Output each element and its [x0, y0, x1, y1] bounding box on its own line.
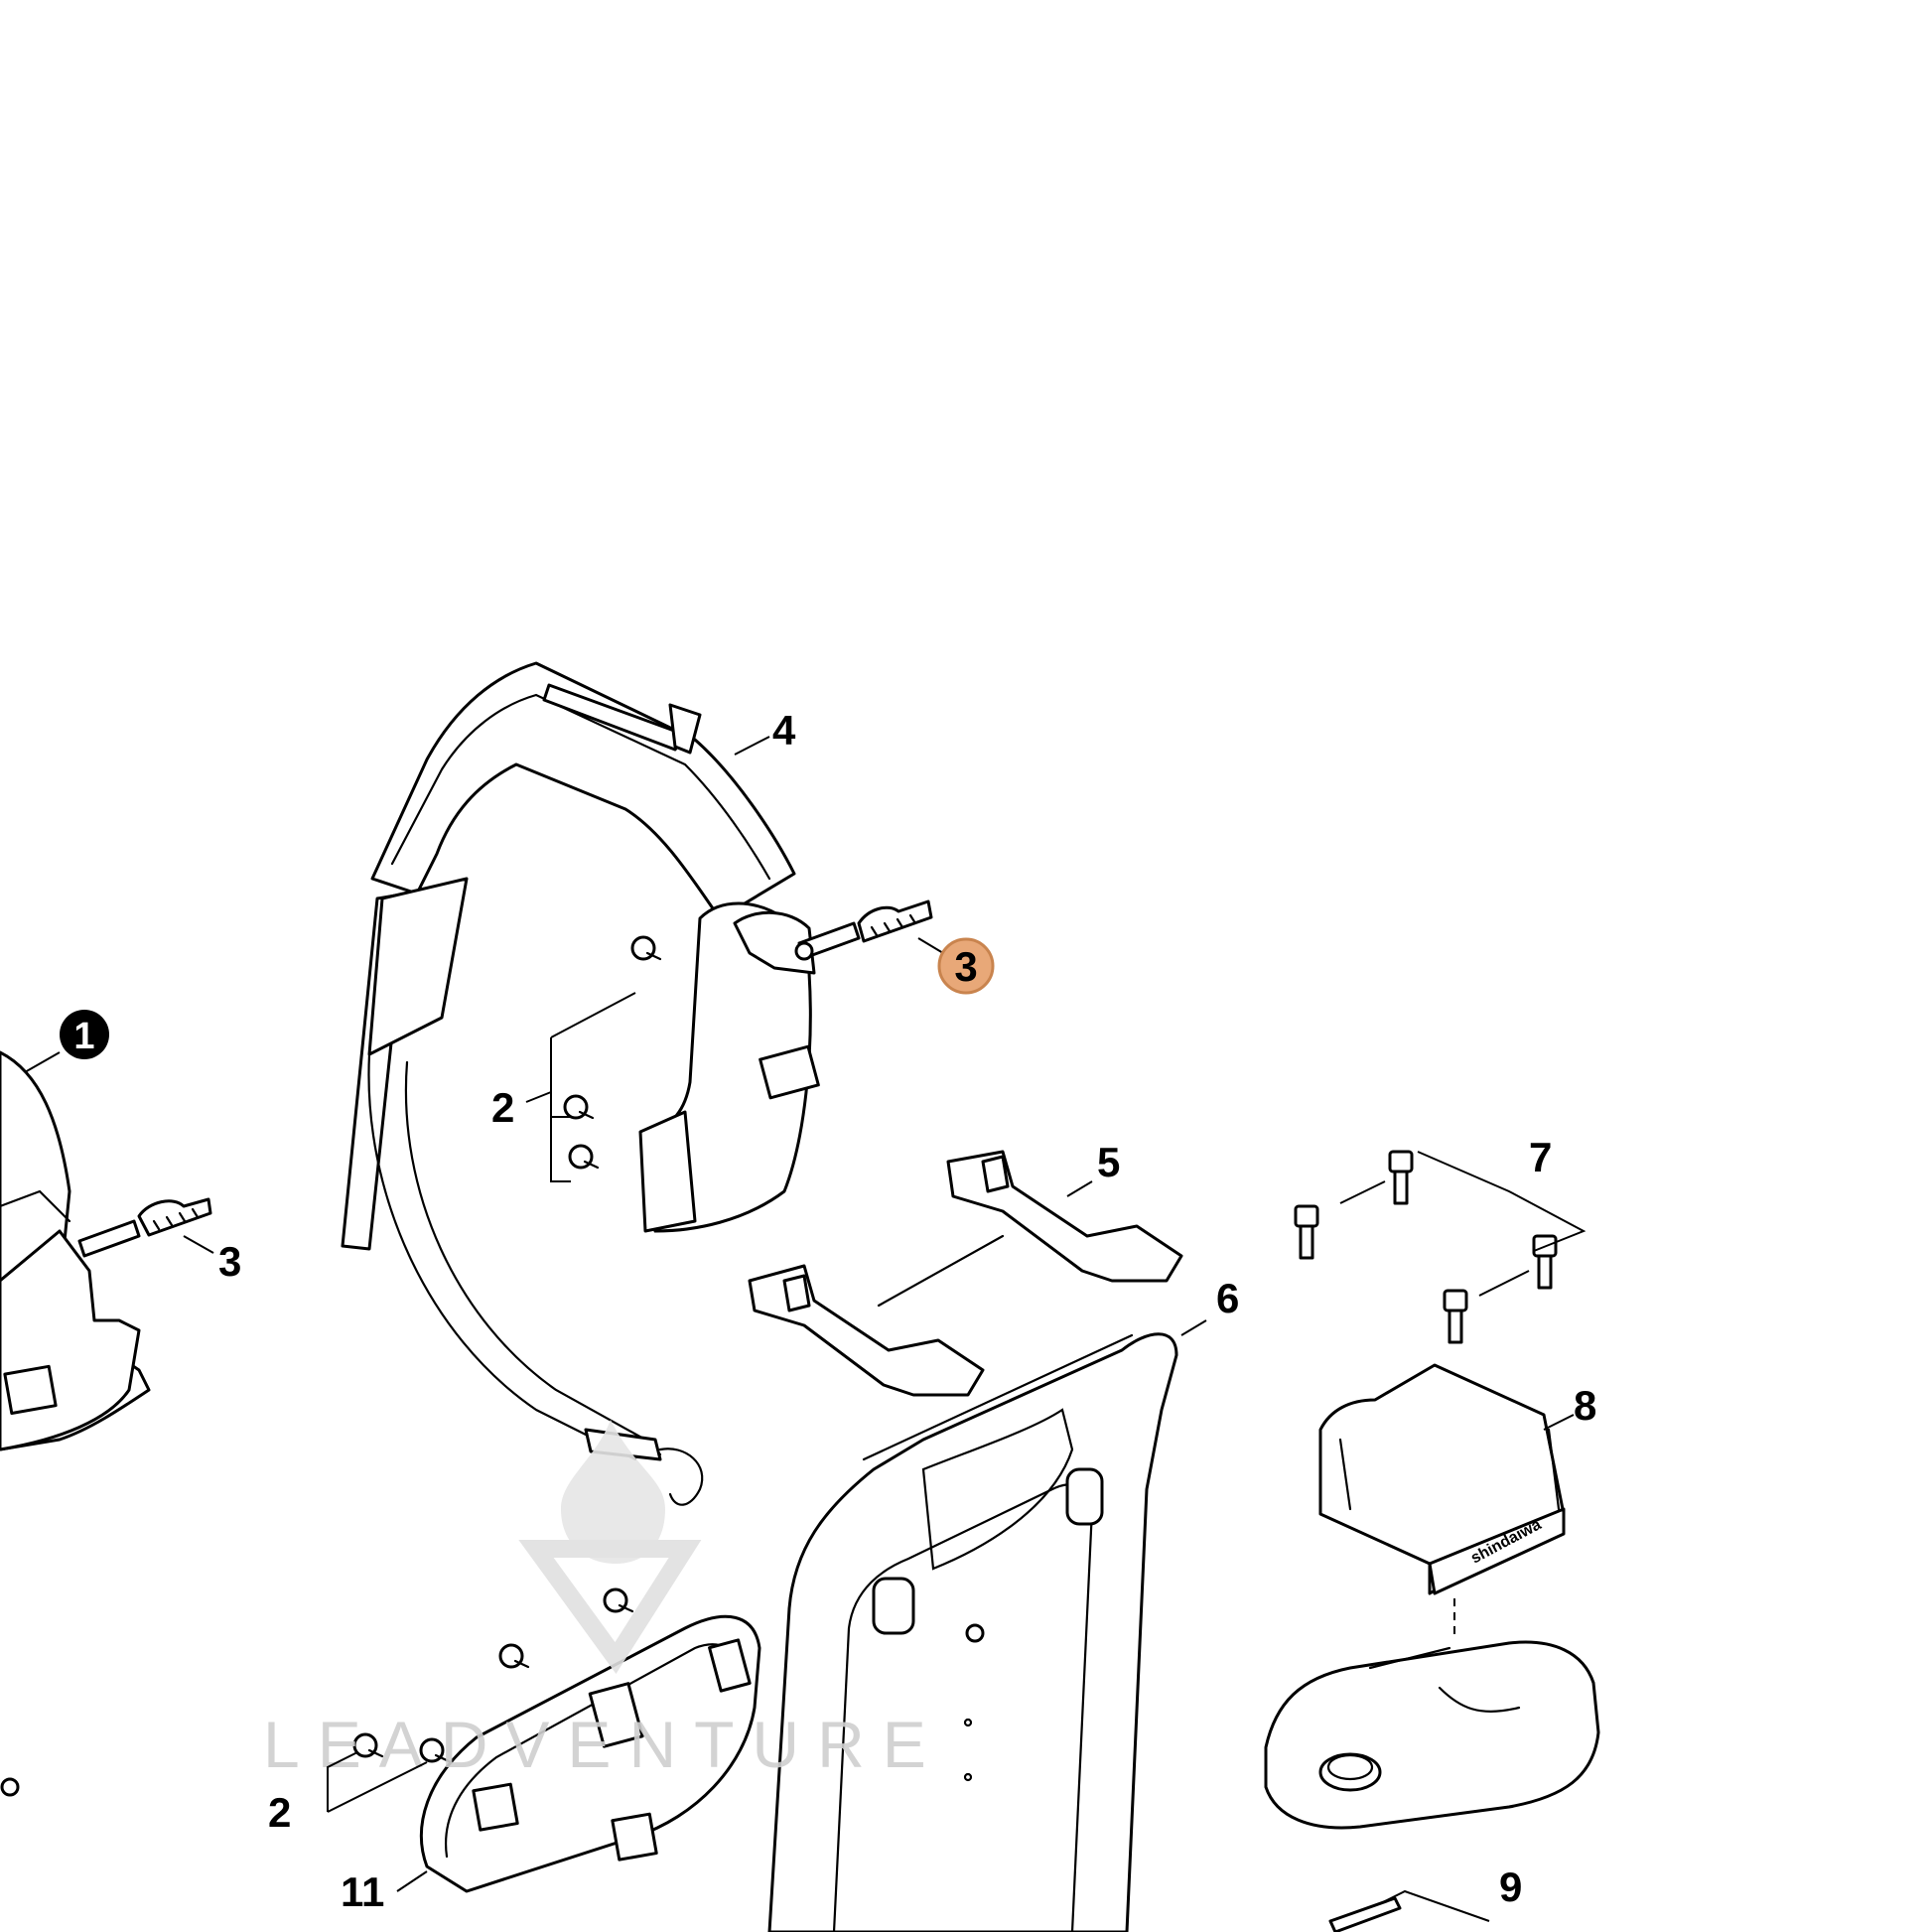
callout-4[interactable]: 4 — [772, 707, 796, 754]
svg-text:1: 1 — [73, 1016, 94, 1057]
part-2-screws-upper[interactable] — [563, 935, 662, 1170]
callout-3-highlighted[interactable]: 3 — [937, 937, 995, 995]
v-logo-watermark — [518, 1540, 702, 1674]
part-5-straps[interactable] — [748, 1150, 1183, 1397]
callout-3-left[interactable]: 3 — [218, 1238, 241, 1285]
part-11-back-pad[interactable] — [419, 1614, 761, 1893]
callout-6[interactable]: 6 — [1216, 1275, 1239, 1321]
callout-2-upper[interactable]: 2 — [491, 1084, 514, 1131]
leader-lines — [24, 736, 1575, 1892]
callout-1[interactable]: 1 — [60, 1010, 109, 1059]
callout-2-lower[interactable]: 2 — [268, 1789, 291, 1836]
part-2-screws-lower[interactable] — [0, 1587, 634, 1797]
highlight-circle — [937, 937, 995, 995]
flame-logo-watermark — [561, 1420, 665, 1564]
part-1-left-strap[interactable] — [0, 1050, 151, 1451]
watermark: LEADVENTURE — [263, 1420, 944, 1781]
callout-8[interactable]: 8 — [1574, 1382, 1596, 1429]
callout-11[interactable]: 11 — [341, 1868, 384, 1915]
watermark-text: LEADVENTURE — [263, 1708, 944, 1781]
part-4-shoulder-strap[interactable] — [341, 661, 861, 1506]
svg-text:3: 3 — [954, 943, 977, 990]
part-3-clip[interactable] — [857, 899, 933, 943]
part-7-bolts[interactable] — [1294, 1150, 1587, 1344]
part-3-clip-left[interactable] — [137, 1197, 212, 1237]
part-9[interactable] — [1328, 1889, 1490, 1932]
part-8-heat-shield[interactable]: shindaiwa — [1318, 1363, 1566, 1638]
fuel-tank — [1264, 1640, 1600, 1830]
callout-5[interactable]: 5 — [1097, 1139, 1120, 1185]
callout-9[interactable]: 9 — [1499, 1863, 1522, 1910]
part-6-frame[interactable] — [767, 1332, 1178, 1932]
callout-7[interactable]: 7 — [1529, 1134, 1552, 1180]
